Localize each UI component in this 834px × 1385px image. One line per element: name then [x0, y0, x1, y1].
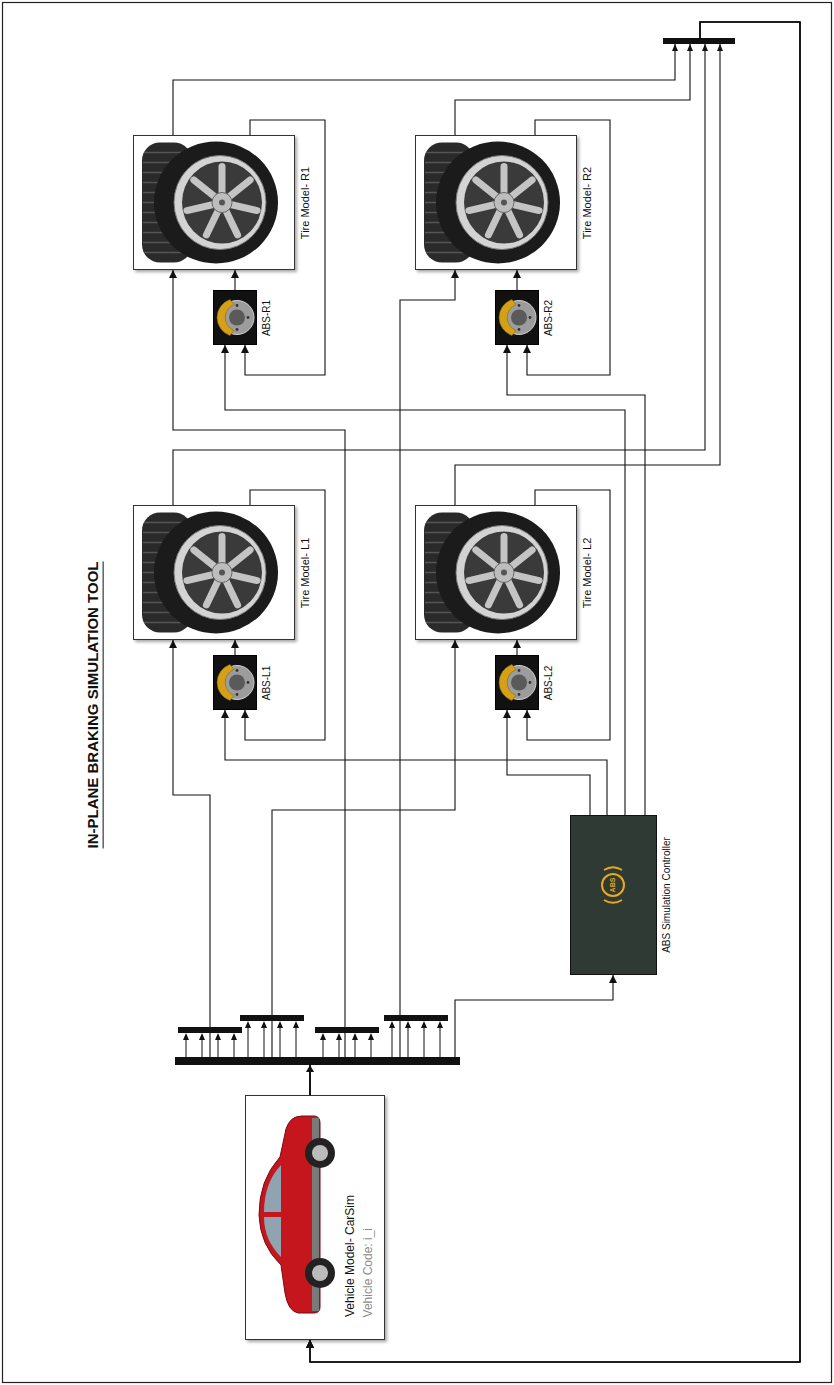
- mux-arrow: [672, 44, 723, 51]
- bus-selector: [178, 1027, 242, 1033]
- brake-picture: [213, 655, 257, 710]
- block-label: Tire Model- L1: [299, 537, 312, 608]
- label-holder: ABS Simulation Controller: [661, 837, 673, 953]
- icon-text: ABS: [609, 878, 617, 893]
- block-label: Tire Model- R2: [581, 166, 594, 238]
- bus-selector: [240, 1015, 304, 1021]
- signal-line: [310, 270, 455, 1095]
- label-holder: ABS-L1: [261, 665, 273, 699]
- block-label: ABS Simulation Controller: [661, 837, 673, 953]
- abs-block: ABS-L1: [213, 655, 257, 710]
- label-holder: Tire Model- L2: [581, 537, 594, 608]
- vehicle-block: Vehicle Model- CarSim Vehicle Code: i_i: [245, 1095, 385, 1340]
- bus-arrow: [306, 1065, 314, 1072]
- tire-picture: [142, 512, 278, 634]
- block-label: Vehicle Code: i_i: [362, 1228, 376, 1317]
- abs-icon: [602, 867, 624, 902]
- abs-block: ABS-R1: [213, 290, 257, 345]
- tire-block: Tire Model- L2: [415, 505, 577, 640]
- signal-line: [225, 345, 625, 815]
- signal-line: [310, 22, 800, 1362]
- brake-picture: [495, 655, 539, 710]
- tire-picture: [424, 142, 560, 264]
- signal-line: [507, 710, 590, 815]
- bus-selector: [384, 1015, 448, 1021]
- block-label: Tire Model- L2: [581, 537, 594, 608]
- brake-picture: [495, 290, 539, 345]
- tire-block: Tire Model- R1: [133, 135, 295, 270]
- brake-picture: [213, 290, 257, 345]
- abs-block: ABS-L2: [495, 655, 539, 710]
- bus-wire: [186, 1028, 440, 1057]
- mux-bar: [663, 38, 735, 44]
- block-label: ABS-L1: [261, 665, 273, 699]
- signal-line: [225, 710, 607, 815]
- controller-block: ABS Simulation Controller: [570, 815, 657, 975]
- signal-line: [234, 640, 235, 655]
- bus-bar: [175, 1057, 460, 1065]
- tire-block: Tire Model- R2: [415, 135, 577, 270]
- diagram-title: IN-PLANE BRAKING SIMULATION TOOL: [84, 562, 103, 849]
- label-holder: Tire Model- R2: [581, 166, 594, 238]
- block-label: Vehicle Model- CarSim: [344, 1195, 358, 1317]
- label-holder: ABS-L2: [543, 665, 555, 699]
- signal-line: [272, 640, 455, 1095]
- page-frame: [3, 3, 832, 1383]
- block-label: ABS-R1: [261, 299, 273, 335]
- label-holder: Tire Model- L1: [299, 537, 312, 608]
- label-holder: ABS: [609, 878, 617, 893]
- abs-block: ABS-R2: [495, 290, 539, 345]
- controller-fill: [570, 815, 657, 975]
- bus-arrow: [183, 1021, 443, 1040]
- tire-block: Tire Model- L1: [133, 505, 295, 640]
- signal-line: [516, 640, 517, 655]
- block-label: Tire Model- R1: [299, 166, 312, 238]
- signal-line: [173, 640, 310, 1095]
- car-picture: [259, 1116, 335, 1313]
- block-label: ABS-R2: [543, 299, 555, 335]
- bus-selector: [315, 1027, 379, 1033]
- label-holder: Tire Model- R1: [299, 166, 312, 238]
- block-label: ABS-L2: [543, 665, 555, 699]
- signal-line: [173, 270, 345, 1095]
- label-holder: Vehicle Model- CarSim Vehicle Code: i_i: [344, 1195, 376, 1317]
- tire-picture: [424, 512, 560, 634]
- label-holder: ABS-R1: [261, 299, 273, 335]
- signal-line: [234, 270, 235, 290]
- label-holder: ABS-R2: [543, 299, 555, 335]
- signal-line: [516, 270, 517, 290]
- tire-picture: [142, 142, 278, 264]
- title-holder: IN-PLANE BRAKING SIMULATION TOOL: [84, 562, 103, 849]
- signal-line: [310, 22, 800, 1362]
